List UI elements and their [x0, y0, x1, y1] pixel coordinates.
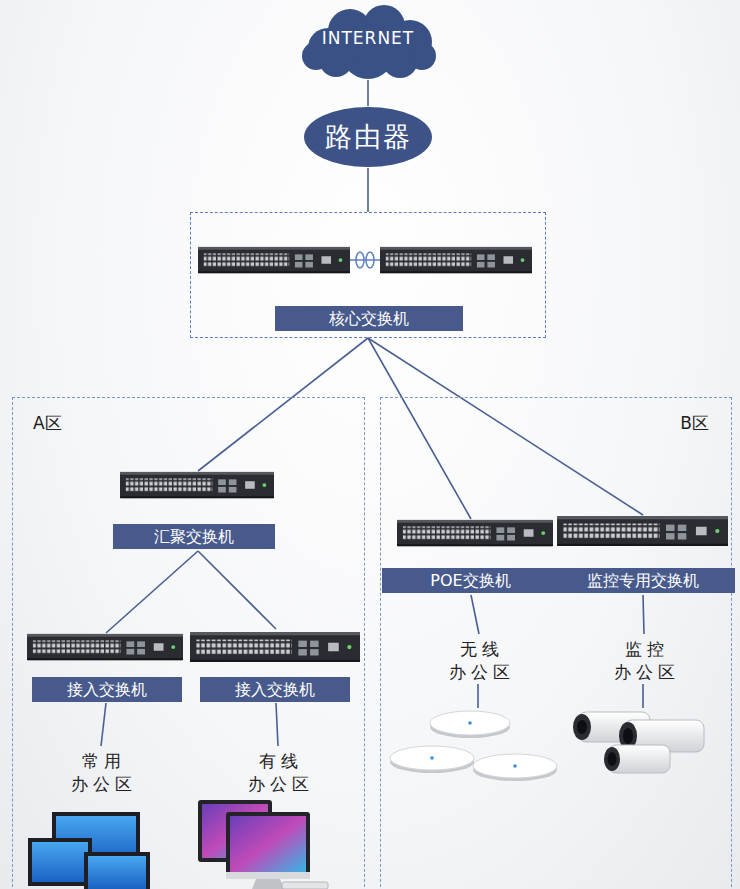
area-label: 无线 办公区 — [444, 634, 515, 684]
device-label: 汇聚交换机 — [113, 524, 275, 549]
area-label: 有线 办公区 — [243, 746, 314, 796]
switch-box: 汇聚交换机 — [119, 471, 277, 551]
connector — [367, 80, 369, 106]
zone-region: 汇聚交换机接入交换机接入交换机常用 办公区 有线 办公区 A区 — [12, 397, 365, 889]
connector — [106, 551, 198, 633]
office-area: 常用 办公区 — [66, 746, 137, 796]
device-label: POE交换机 — [382, 568, 559, 593]
connector — [471, 595, 479, 634]
device-label: 接入交换机 — [200, 677, 350, 702]
connector — [276, 703, 278, 746]
zone-label: A区 — [33, 412, 62, 435]
zone-region: POE交换机监控专用交换机无线 办公区监控 办公区B区 — [380, 397, 732, 889]
device-label: 接入交换机 — [32, 677, 182, 702]
connector — [367, 168, 369, 212]
office-area: 无线 办公区 — [444, 634, 515, 684]
switch-box: 接入交换机 — [28, 633, 184, 703]
connector — [198, 551, 276, 629]
connector — [101, 703, 106, 746]
office-area: 有线 办公区 — [243, 746, 314, 796]
connector — [368, 338, 471, 519]
cloud-label: INTERNET — [322, 28, 415, 48]
device-label: 监控专用交换机 — [551, 568, 735, 593]
device-label: 核心交换机 — [275, 306, 463, 331]
router-ellipse: 路由器 — [303, 106, 433, 168]
internet-cloud: INTERNET — [298, 4, 438, 80]
office-area: 监控 办公区 — [609, 634, 680, 684]
switch-box: 监控专用交换机 — [557, 515, 729, 595]
connector — [198, 338, 368, 471]
area-label: 监控 办公区 — [609, 634, 680, 684]
connector — [368, 338, 643, 515]
switch-box: 接入交换机 — [191, 629, 361, 703]
router-label: 路由器 — [325, 119, 412, 155]
switch-box: POE交换机 — [388, 519, 554, 595]
area-label: 常用 办公区 — [66, 746, 137, 796]
connector — [643, 595, 644, 634]
zone-label: B区 — [680, 412, 709, 435]
core-switch-group: 核心交换机 — [190, 212, 546, 338]
